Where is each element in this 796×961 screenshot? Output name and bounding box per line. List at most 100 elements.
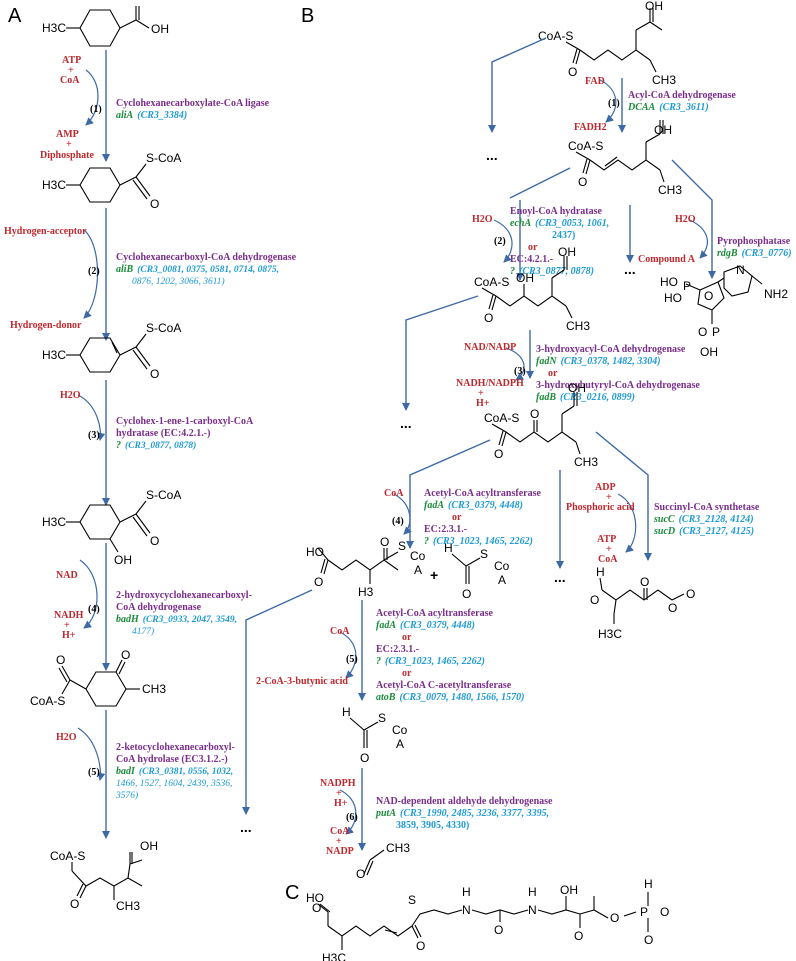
- c-o5: O: [610, 911, 619, 925]
- b-s2-or: or: [528, 242, 538, 253]
- ca-p: P: [683, 279, 691, 293]
- b6-h: H: [342, 705, 351, 719]
- b4-ch3: CH3: [574, 455, 598, 469]
- ca-oh: OH: [700, 345, 718, 359]
- b2-ch3: CH3: [658, 183, 682, 197]
- b1-ch3: CH3: [652, 73, 676, 87]
- panel-b: CoA-S O OH CH3 ... FAD (1) Acyl-CoA dehy…: [240, 0, 792, 881]
- a6-ch3: CH3: [116, 899, 140, 913]
- b-s3-enzyme2: 3-hydroxybutyryl-CoA dehydrogenase: [536, 380, 700, 391]
- a-s3-in: H2O: [60, 390, 81, 401]
- b-s6-out1: CoA: [330, 826, 350, 837]
- branch-b5-left: [242, 589, 313, 815]
- c-o3: O: [494, 923, 503, 937]
- a3-h3c: H3C: [42, 348, 66, 362]
- ca-o: O: [704, 289, 713, 303]
- succ-in2: Phosphoric acid: [566, 502, 635, 513]
- a-s4-step: (4): [88, 604, 100, 615]
- a-s1-amp: AMP: [56, 129, 79, 140]
- b-s4-enzyme: Acetyl-CoA acyltransferase: [424, 488, 541, 499]
- b6-a: A: [396, 737, 404, 751]
- compound-a5: O O CoA-S CH3: [30, 648, 166, 708]
- compound-b2: CoA-S O OH CH3: [568, 120, 682, 197]
- curve-pyro: [689, 219, 708, 259]
- compound-a1: H3C OH: [42, 6, 169, 47]
- a-s1-plus: +: [68, 65, 74, 76]
- b4-o: O: [494, 447, 503, 461]
- b-s6-enzyme: NAD-dependent aldehyde dehydrogenase: [376, 796, 553, 807]
- succ-plus: +: [606, 492, 612, 503]
- sp-o2: O: [640, 575, 649, 589]
- b-s5-step: (5): [346, 654, 358, 665]
- a5-o: O: [121, 648, 130, 662]
- b-s2-loci2: 2437): [552, 230, 575, 241]
- b-ellipsis-3: ...: [400, 415, 412, 431]
- c-backbone: [327, 925, 413, 937]
- curve-b6: [339, 789, 357, 835]
- b-s1-out: FADH2: [574, 122, 607, 133]
- b-s6-in2: H+: [334, 798, 348, 809]
- sp-h3c: H3C: [598, 627, 622, 641]
- b-s3-out2: H+: [476, 398, 490, 409]
- c-h2: H: [528, 885, 537, 899]
- compound-b3: CoA-S O OH OH CH3: [474, 245, 590, 333]
- b-s5-in: CoA: [330, 626, 350, 637]
- b-s4-or: or: [452, 512, 462, 523]
- curve-b5: [339, 631, 357, 679]
- c-p: P: [640, 905, 648, 919]
- compound-a3: H3C S-CoA O: [42, 321, 181, 381]
- ca-o2: O: [698, 325, 707, 339]
- a4-o: O: [150, 534, 159, 548]
- b6-co: Co: [392, 723, 408, 737]
- b-s6-out2: NADP: [326, 846, 354, 857]
- b-s3-out1: NADH/NADPH: [456, 378, 524, 389]
- b-s5-out: 2-CoA-3-butynic acid: [256, 676, 348, 687]
- c-n: N: [462, 903, 471, 917]
- compound-a2: H3C S-CoA O: [42, 151, 181, 211]
- ca-ho: HO: [660, 275, 678, 289]
- a-s4-plus: +: [64, 620, 70, 631]
- b-s6-plus: +: [336, 788, 342, 799]
- c-o2: O: [416, 939, 425, 953]
- b-s3-gene1: fadN(CR3_0378, 1482, 3304): [536, 356, 661, 367]
- b-s6-in1: NADPH: [320, 778, 356, 789]
- a5-ch3: CH3: [142, 682, 166, 696]
- branch-b3: [402, 295, 479, 411]
- a6-coas: CoA-S: [50, 849, 85, 863]
- b-s4-step: (4): [392, 516, 404, 527]
- c-s: S: [408, 893, 416, 907]
- panel-label-b: B: [301, 5, 314, 27]
- ac-o: O: [462, 587, 471, 601]
- c-o4: O: [574, 929, 583, 943]
- b-s4-gene2: ?(CR3_1023, 1465, 2262): [424, 536, 533, 547]
- b-s5-gene3: atoB(CR3_0079, 1480, 1566, 1570): [376, 692, 524, 703]
- compound-b5: HO O H3 O S Co A: [306, 535, 426, 599]
- a-s4-out1: NADH: [54, 610, 84, 621]
- a3-o: O: [150, 367, 159, 381]
- ca-ho2: HO: [664, 291, 682, 305]
- a-s3-enzyme1: Cyclohex-1-ene-1-carboxyl-CoA: [116, 416, 254, 427]
- b-s3-plus: +: [478, 388, 484, 399]
- a-s5-loci3: 3576): [115, 790, 138, 801]
- b-s5-or1: or: [402, 632, 412, 643]
- pyro-in: H2O: [675, 214, 696, 225]
- b2-oh: OH: [654, 123, 672, 137]
- a2-h3c: H3C: [42, 178, 66, 192]
- panel-a: H3C OH H3C S-CoA O H3C S-CoA O: [4, 6, 297, 913]
- ca-n: N: [736, 263, 745, 277]
- compound-b4: CoA-S O O OH CH3: [484, 381, 598, 469]
- b-s4-gene: fadA(CR3_0379, 4448): [424, 500, 523, 511]
- b5-o2: O: [380, 535, 389, 549]
- a-s3-enzyme2: hydratase (EC:4.2.1.-): [116, 428, 210, 439]
- a-s5-step: (5): [88, 767, 100, 778]
- b-s5-enzyme1: Acetyl-CoA acyltransferase: [376, 608, 493, 619]
- ac-s: S: [480, 547, 488, 561]
- ca-p2: P: [712, 325, 720, 339]
- b-s4-in: CoA: [384, 488, 404, 499]
- ac-co: Co: [494, 559, 510, 573]
- b-s6-gene: putA(CR3_1990, 2485, 3236, 3377, 3395,: [375, 808, 549, 819]
- a4-h3c: H3C: [42, 515, 66, 529]
- a-s5-loci2: 1466, 1527, 1604, 2439, 3536,: [116, 779, 232, 789]
- b3-coas: CoA-S: [474, 275, 509, 289]
